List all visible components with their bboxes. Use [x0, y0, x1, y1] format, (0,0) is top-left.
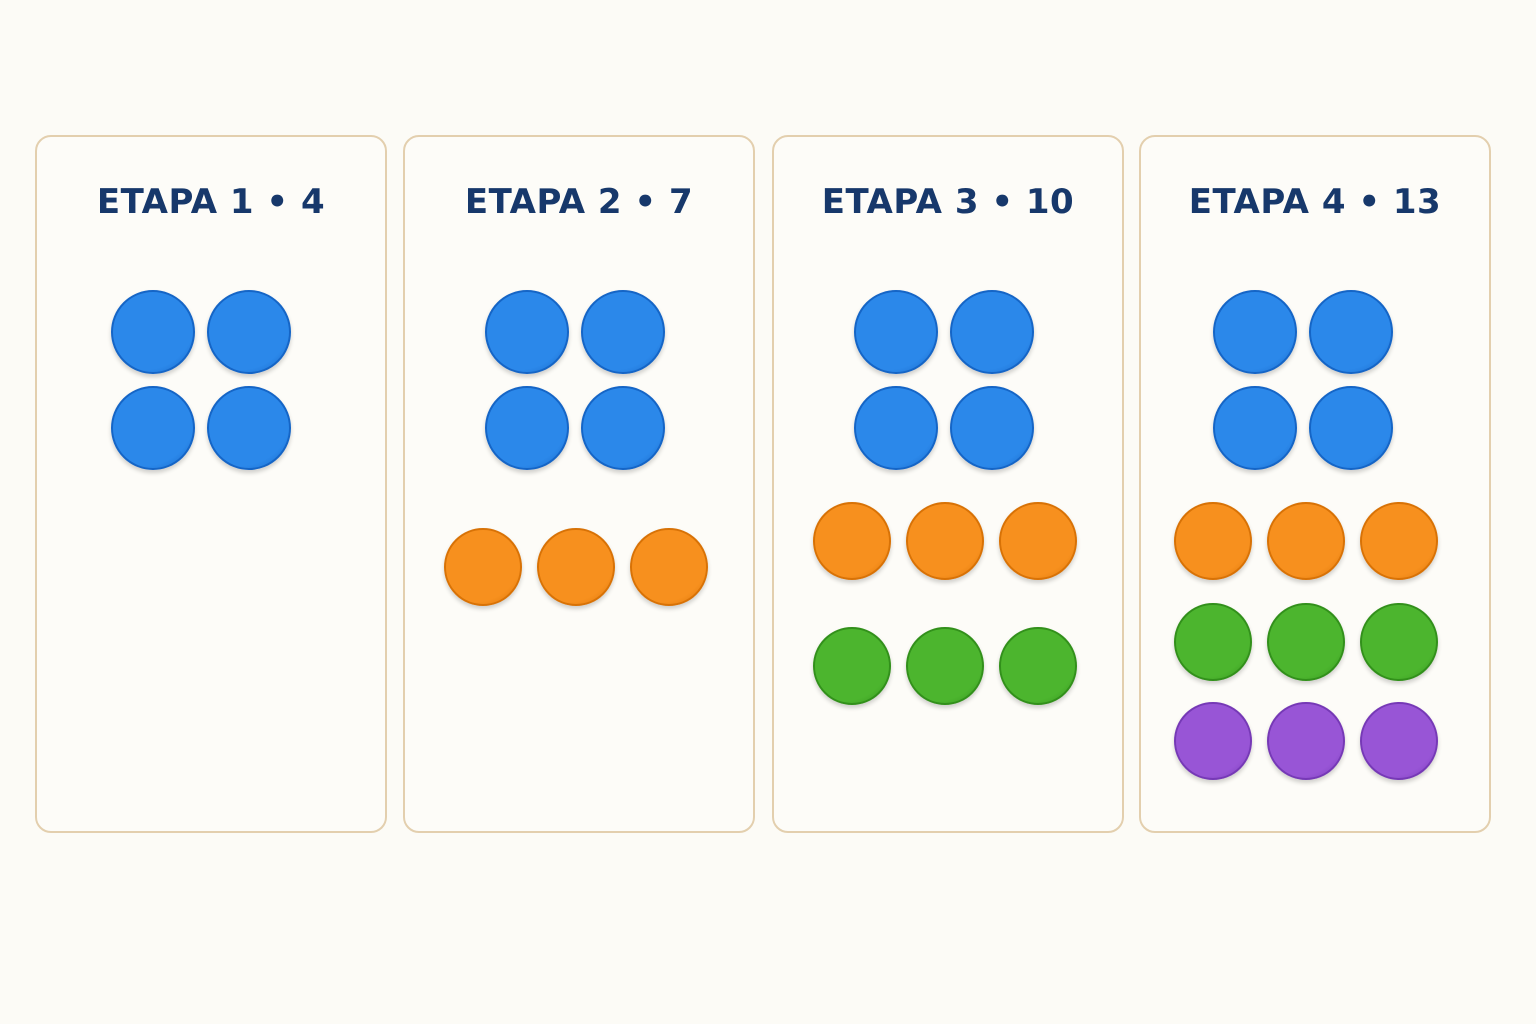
blue-counter-3-2: [950, 290, 1034, 374]
blue-counter-2-4: [581, 386, 665, 470]
stage-panel-2: [403, 135, 755, 833]
blue-counter-4-3: [1213, 386, 1297, 470]
green-counter-3-2: [906, 627, 984, 705]
orange-counter-4-3: [1360, 502, 1438, 580]
blue-counter-1-3: [111, 386, 195, 470]
blue-counter-1-4: [207, 386, 291, 470]
green-counter-4-1: [1174, 603, 1252, 681]
purple-counter-4-1: [1174, 702, 1252, 780]
blue-counter-1-2: [207, 290, 291, 374]
blue-counter-3-4: [950, 386, 1034, 470]
blue-counter-3-1: [854, 290, 938, 374]
purple-counter-4-3: [1360, 702, 1438, 780]
green-counter-3-1: [813, 627, 891, 705]
green-counter-3-3: [999, 627, 1077, 705]
blue-counter-2-3: [485, 386, 569, 470]
stage-panel-3: [772, 135, 1124, 833]
green-counter-4-2: [1267, 603, 1345, 681]
orange-counter-4-1: [1174, 502, 1252, 580]
stage-panel-1: [35, 135, 387, 833]
blue-counter-1-1: [111, 290, 195, 374]
green-counter-4-3: [1360, 603, 1438, 681]
orange-counter-2-1: [444, 528, 522, 606]
stage-title-4: ETAPA 4 • 13: [1188, 182, 1442, 222]
blue-counter-2-1: [485, 290, 569, 374]
orange-counter-3-1: [813, 502, 891, 580]
orange-counter-2-3: [630, 528, 708, 606]
stage-title-2: ETAPA 2 • 7: [464, 182, 694, 222]
orange-counter-3-3: [999, 502, 1077, 580]
orange-counter-2-2: [537, 528, 615, 606]
blue-counter-2-2: [581, 290, 665, 374]
blue-counter-3-3: [854, 386, 938, 470]
orange-counter-3-2: [906, 502, 984, 580]
purple-counter-4-2: [1267, 702, 1345, 780]
blue-counter-4-2: [1309, 290, 1393, 374]
stage-title-3: ETAPA 3 • 10: [821, 182, 1075, 222]
blue-counter-4-4: [1309, 386, 1393, 470]
orange-counter-4-2: [1267, 502, 1345, 580]
blue-counter-4-1: [1213, 290, 1297, 374]
stage-title-1: ETAPA 1 • 4: [96, 182, 326, 222]
